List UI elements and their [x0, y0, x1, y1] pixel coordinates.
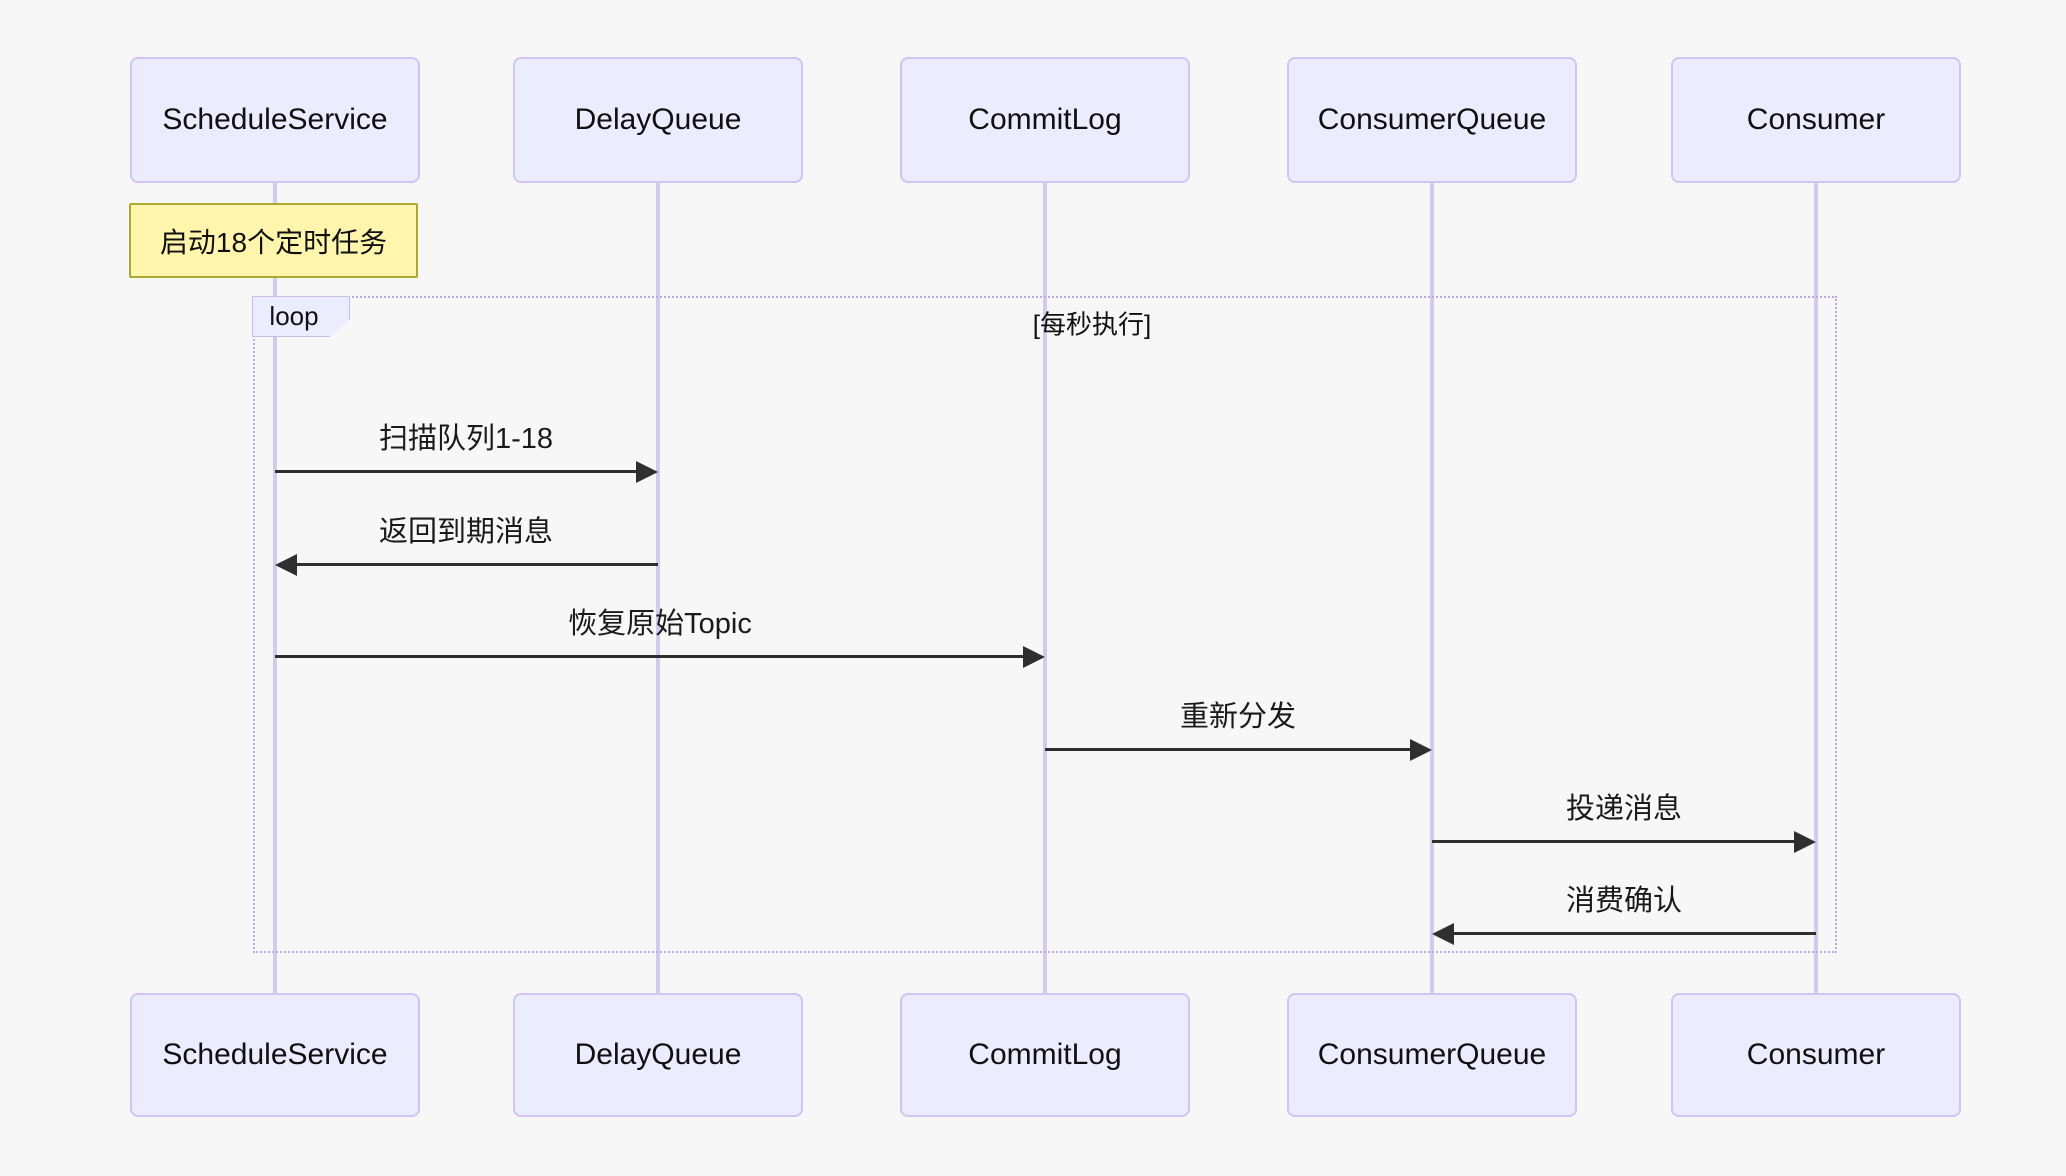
loop-label-text: loop	[269, 301, 319, 331]
actor-bottom-scheduleservice: ScheduleService	[130, 993, 420, 1117]
lifeline-consumerqueue	[1430, 183, 1434, 993]
message-2-line	[293, 563, 658, 566]
loop-frame	[253, 296, 1837, 953]
actor-label: ConsumerQueue	[1317, 103, 1547, 136]
message-2-label: 返回到期消息	[378, 516, 554, 548]
actor-label: ConsumerQueue	[1317, 1038, 1547, 1071]
message-1-line	[275, 470, 640, 473]
message-3-label: 恢复原始Topic	[568, 608, 752, 640]
message-4-line	[1045, 748, 1414, 751]
lifeline-scheduleservice	[273, 183, 277, 993]
actor-bottom-delayqueue: DelayQueue	[513, 993, 803, 1117]
actor-label: DelayQueue	[574, 1038, 742, 1071]
message-2-arrowhead	[275, 554, 297, 576]
actor-top-commitlog: CommitLog	[900, 57, 1190, 183]
lifeline-delayqueue	[656, 183, 660, 993]
loop-label: loop	[252, 296, 350, 337]
actor-label: Consumer	[1746, 1038, 1886, 1071]
message-5-line	[1432, 840, 1798, 843]
actor-label: Consumer	[1746, 103, 1886, 136]
message-6-line	[1450, 932, 1816, 935]
actor-bottom-commitlog: CommitLog	[900, 993, 1190, 1117]
actor-top-consumer: Consumer	[1671, 57, 1961, 183]
message-4-label: 重新分发	[1179, 701, 1297, 733]
note-startup-tasks: 启动18个定时任务	[129, 203, 418, 278]
actor-label: ScheduleService	[162, 103, 388, 136]
message-3-line	[275, 655, 1027, 658]
actor-bottom-consumer: Consumer	[1671, 993, 1961, 1117]
message-6-arrowhead	[1432, 923, 1454, 945]
loop-condition: [每秒执行]	[1032, 309, 1152, 340]
actor-label: CommitLog	[968, 1038, 1122, 1071]
message-4-arrowhead	[1410, 739, 1432, 761]
message-3-arrowhead	[1023, 646, 1045, 668]
note-text: 启动18个定时任务	[159, 226, 388, 258]
lifeline-commitlog	[1043, 183, 1047, 993]
message-6-label: 消费确认	[1565, 885, 1683, 917]
message-1-label: 扫描队列1-18	[378, 423, 554, 455]
message-1-arrowhead	[636, 461, 658, 483]
message-5-arrowhead	[1794, 831, 1816, 853]
actor-bottom-consumerqueue: ConsumerQueue	[1287, 993, 1577, 1117]
actor-label: ScheduleService	[162, 1038, 388, 1071]
actor-top-scheduleservice: ScheduleService	[130, 57, 420, 183]
actor-top-delayqueue: DelayQueue	[513, 57, 803, 183]
lifeline-consumer	[1814, 183, 1818, 993]
actor-label: DelayQueue	[574, 103, 742, 136]
actor-label: CommitLog	[968, 103, 1122, 136]
message-5-label: 投递消息	[1565, 793, 1683, 825]
actor-top-consumerqueue: ConsumerQueue	[1287, 57, 1577, 183]
